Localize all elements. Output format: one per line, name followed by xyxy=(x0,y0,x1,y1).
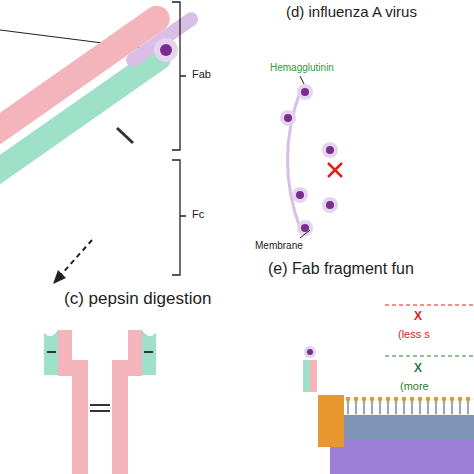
panel-heading: (e) Fab fragment fun xyxy=(268,260,414,278)
virus xyxy=(280,76,342,238)
sensor xyxy=(303,305,474,474)
part-label: Fc xyxy=(192,208,204,220)
part-label: Hemagglutinin xyxy=(270,62,334,73)
panel-heading: (d) influenza A virus xyxy=(286,4,417,21)
mark: X xyxy=(414,362,422,375)
fab2-fragment xyxy=(42,330,158,474)
part-label: Membrane xyxy=(255,240,303,251)
note: (more xyxy=(400,380,429,392)
note: (less s xyxy=(398,328,430,340)
antibody xyxy=(0,1,201,193)
part-label: Fab xyxy=(192,68,211,80)
mark: X xyxy=(414,310,422,323)
panel-heading: (c) pepsin digestion xyxy=(64,290,211,309)
